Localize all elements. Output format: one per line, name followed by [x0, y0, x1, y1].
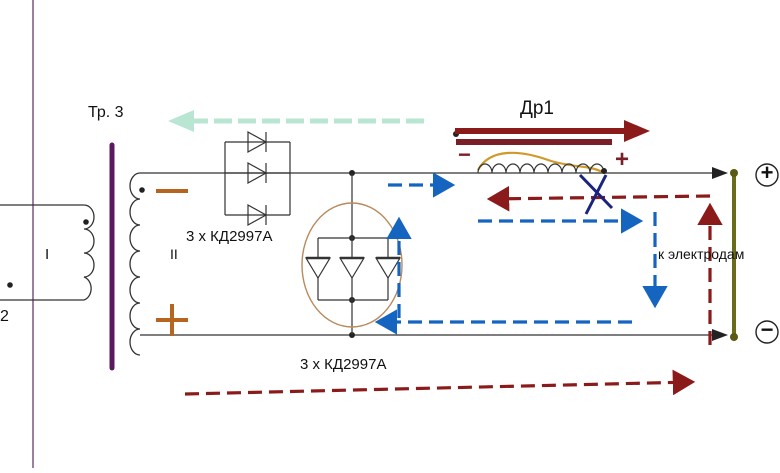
terminal-2-label: 2: [0, 308, 9, 325]
primary-winding-label: I: [45, 246, 50, 263]
primary-winding: [0, 204, 95, 301]
secondary-dot: [139, 187, 145, 193]
output-minus-symbol: −: [760, 317, 774, 342]
electrode-bottom-dot: [730, 333, 738, 341]
red-current-path: [184, 185, 723, 396]
electrodes-label: к электродам: [658, 246, 745, 262]
choke-winding: [477, 163, 605, 174]
choke-plus-sign: +: [615, 146, 630, 173]
choke-coil: [477, 151, 603, 173]
transformer-label: Тр. 3: [88, 104, 124, 121]
choke-label: Др1: [520, 98, 555, 119]
blue-current-path: [374, 172, 668, 335]
out-plus-circle: [755, 163, 779, 187]
choke-minus-sign: −: [458, 142, 471, 167]
out-minus-circle: [755, 320, 779, 344]
primary-dot: [83, 219, 89, 225]
choke-red-arrowhead: [624, 120, 650, 142]
middle-diode-group: [301, 202, 403, 328]
winding-plus-sign: [156, 304, 188, 336]
top-diodes-label: 3 х КД2997А: [186, 228, 273, 245]
secondary-winding-label: II: [170, 246, 178, 262]
secondary-winding: [129, 172, 720, 356]
top-diode-group: [224, 130, 291, 227]
green-arrowhead: [168, 110, 194, 132]
output-arrows: [712, 167, 728, 341]
terminal-dot: [7, 282, 13, 288]
blocked-cross-icon: [578, 173, 614, 215]
bottom-diodes-label: 3 х КД2997А: [300, 356, 387, 373]
output-plus-symbol: +: [760, 160, 774, 185]
electrode-top-dot: [730, 169, 738, 177]
choke-right-dot: [601, 168, 607, 174]
